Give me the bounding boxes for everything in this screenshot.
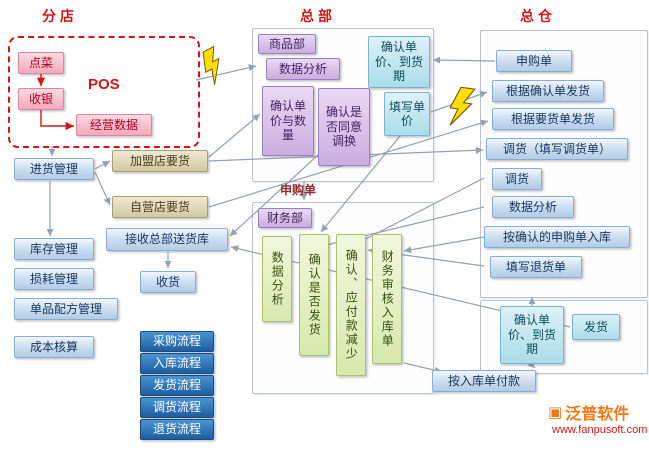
node-cashier: 收银	[18, 88, 64, 110]
fanpu-url[interactable]: www.fanpusoft.com	[552, 424, 648, 436]
node-transfer-with-form: 调货（填写调货单）	[486, 138, 628, 160]
node-confirm-price-qty: 确认单价与数量	[262, 86, 314, 156]
node-hq-data-analysis: 数据分析	[266, 58, 340, 80]
node-confirm-payable-decrease: 确认、应付款减少	[336, 234, 366, 376]
node-ship-by-demand: 根据要货单发货	[492, 108, 614, 130]
node-wh-data-analysis: 数据分析	[492, 196, 574, 218]
node-wh-confirm-price-delivery: 确认单价、到货期	[500, 306, 564, 364]
fanpu-logo-text: 泛普软件	[565, 406, 630, 423]
node-order-dish: 点菜	[18, 52, 64, 74]
node-confirm-exchange: 确认是否同意调换	[318, 88, 370, 166]
fanpu-logo-icon: ▣	[548, 404, 563, 421]
node-franchise-demand: 加盟店要货	[112, 150, 208, 172]
node-confirm-shipping: 确认是否发货	[299, 234, 329, 356]
pos-label: POS	[88, 76, 120, 93]
node-receive-hq-delivery: 接收总部送货库	[106, 228, 228, 251]
legend-transfer-flow: 调货流程	[140, 397, 214, 418]
finance-dept-label: 财务部	[258, 208, 312, 228]
node-finance-audit-inbound: 财务审核入库单	[372, 234, 402, 364]
node-fill-return-form: 填写退货单	[490, 256, 582, 278]
section-header-hq: 总部	[300, 8, 336, 24]
node-transfer: 调货	[492, 168, 542, 190]
node-wh-purchase-request: 申购单	[496, 50, 572, 72]
legend-return-flow: 退货流程	[140, 419, 214, 440]
node-receive-goods: 收货	[140, 271, 196, 293]
node-business-data: 经营数据	[76, 114, 152, 136]
node-wh-ship: 发货	[572, 314, 620, 340]
node-pay-by-inbound-order: 按入库单付款	[432, 370, 536, 392]
purchase-request-label: 申购单	[280, 183, 317, 197]
node-inventory-management: 库存管理	[14, 238, 94, 260]
node-purchase-management: 进货管理	[14, 158, 94, 180]
node-fill-price: 填写单价	[384, 92, 430, 136]
legend-purchase-flow: 采购流程	[140, 331, 214, 352]
node-cost-accounting: 成本核算	[14, 336, 94, 358]
product-dept-label: 商品部	[258, 34, 316, 54]
section-header-warehouse: 总仓	[520, 8, 556, 24]
section-header-branch: 分店	[42, 8, 78, 24]
node-confirm-price-delivery: 确认单价、到货期	[368, 36, 430, 88]
legend-inbound-flow: 入库流程	[140, 353, 214, 374]
node-finance-data-analysis: 数据分析	[262, 236, 292, 322]
legend-shipping-flow: 发货流程	[140, 375, 214, 396]
node-loss-management: 损耗管理	[14, 268, 94, 290]
node-ship-by-confirmation: 根据确认单发货	[492, 80, 604, 102]
node-inbound-by-request: 按确认的申购单入库	[484, 226, 630, 248]
fanpu-logo: ▣ 泛普软件	[548, 400, 629, 424]
node-recipe-management: 单品配方管理	[14, 298, 118, 320]
node-direct-store-demand: 自营店要货	[112, 196, 208, 218]
